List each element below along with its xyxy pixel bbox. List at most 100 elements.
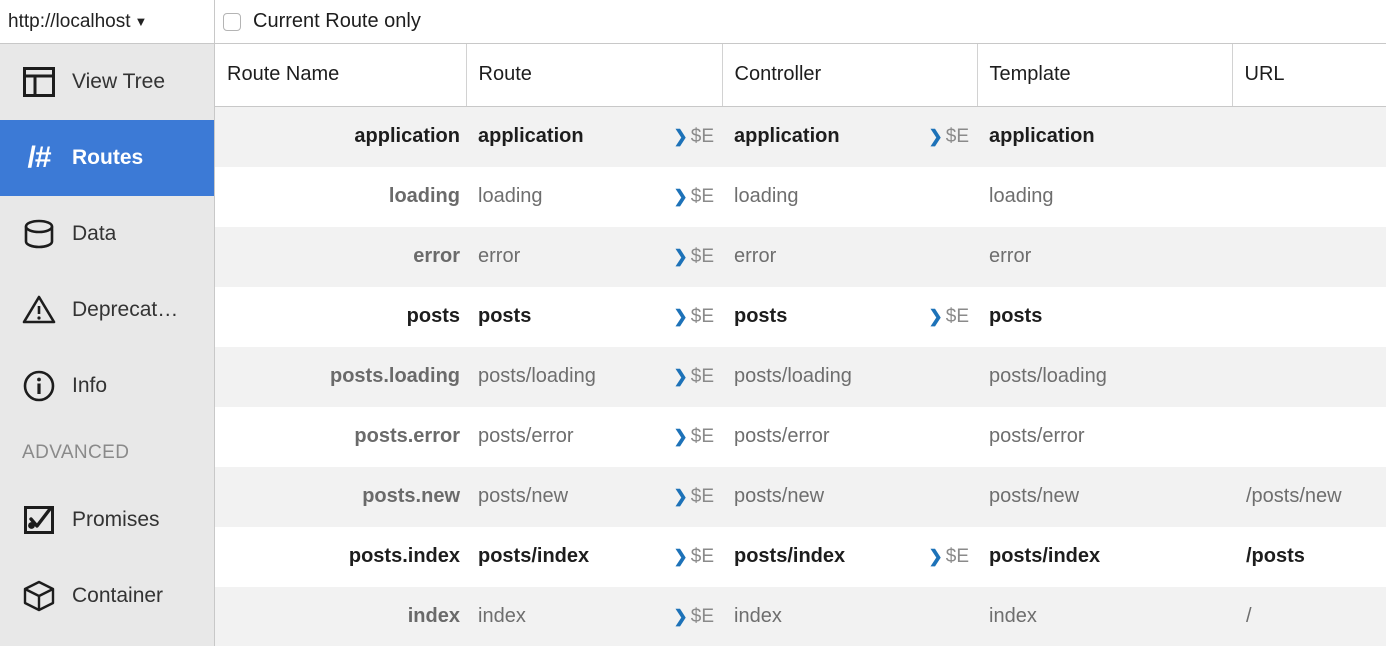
url-text: /posts <box>1246 545 1305 567</box>
cell-route-content: posts/error ❯$E <box>466 407 722 467</box>
url-text <box>1232 365 1246 387</box>
send-to-console-label: $E <box>690 366 714 387</box>
chevron-down-icon: ▼ <box>134 14 148 29</box>
cell-route: application ❯$E <box>466 106 722 167</box>
send-to-console-label: $E <box>945 126 969 147</box>
cell-controller: index <box>722 586 977 646</box>
table-row[interactable]: posts.loading posts/loading ❯$E posts/loadi… <box>215 346 1386 407</box>
send-to-console-label: $E <box>945 306 969 327</box>
cell-url: / <box>1232 586 1386 646</box>
send-to-console-button[interactable]: ❯$E <box>674 307 715 326</box>
chevron-right-icon: ❯ <box>928 307 943 326</box>
route-text: error <box>478 245 521 267</box>
send-to-console-button[interactable]: ❯$E <box>674 187 715 206</box>
route-name-text: posts.loading <box>330 365 460 387</box>
controller-text: posts <box>734 305 788 327</box>
column-header-template[interactable]: Template <box>977 44 1233 107</box>
sidebar-item-container[interactable]: Container <box>0 558 214 634</box>
cell-route: posts/error ❯$E <box>466 406 722 467</box>
cell-route: loading❯$E <box>466 166 722 227</box>
cell-controller: posts/error <box>722 406 977 467</box>
cell-route: posts/index❯$E <box>466 526 722 587</box>
send-to-console-button[interactable]: ❯$E <box>674 547 715 566</box>
column-header-url[interactable]: URL <box>1232 44 1386 107</box>
cell-controller: posts/loading <box>722 346 977 407</box>
chevron-right-icon: ❯ <box>928 547 943 566</box>
cell-url <box>1232 286 1386 347</box>
controller-text: application <box>734 125 840 147</box>
column-header-route-name[interactable]: Route Name <box>215 44 467 107</box>
chevron-right-icon: ❯ <box>673 367 688 386</box>
sidebar-item-label: Routes <box>72 146 144 169</box>
send-to-console-button[interactable]: ❯$E <box>929 307 970 326</box>
cell-route-content: posts/index❯$E <box>466 527 722 587</box>
send-to-console-label: $E <box>690 186 714 207</box>
cell-template: posts/index <box>977 526 1232 587</box>
sidebar-item-label: Container <box>72 584 164 607</box>
sidebar-item-promises[interactable]: Promises <box>0 482 214 558</box>
url-text <box>1232 245 1246 267</box>
cell-route-name: posts <box>215 286 466 347</box>
template-text: error <box>989 245 1032 267</box>
sidebar-item-info[interactable]: Info <box>0 348 214 424</box>
cell-controller-content: posts/loading <box>722 347 977 407</box>
cell-url: /posts <box>1232 526 1386 587</box>
controller-text: posts/loading <box>734 365 852 387</box>
app-url-dropdown[interactable]: http://localhost ▼ <box>0 0 215 43</box>
routes-table-head: Route Name Route Controller Template URL <box>215 44 1386 107</box>
send-to-console-button[interactable]: ❯$E <box>674 367 715 386</box>
send-to-console-button[interactable]: ❯$E <box>929 127 970 146</box>
cell-route-name: posts.index <box>215 526 466 587</box>
send-to-console-label: $E <box>690 246 714 267</box>
template-text: application <box>989 125 1095 147</box>
send-to-console-button[interactable]: ❯$E <box>674 607 715 626</box>
send-to-console-button[interactable]: ❯$E <box>929 547 970 566</box>
cell-controller-content: posts/new <box>722 467 977 527</box>
send-to-console-button[interactable]: ❯$E <box>674 487 715 506</box>
view-tree-icon <box>20 63 58 101</box>
sidebar-item-label: View Tree <box>72 70 165 93</box>
cell-url: /posts/new <box>1232 466 1386 527</box>
sidebar-item-data[interactable]: Data <box>0 196 214 272</box>
cell-controller-content: error <box>722 227 977 287</box>
cell-route: index❯$E <box>466 586 722 646</box>
cell-route-name: posts.loading <box>215 346 466 407</box>
cell-controller-content: index <box>722 587 977 646</box>
route-text: application <box>478 125 584 147</box>
database-icon <box>20 215 58 253</box>
sidebar-item-view-tree[interactable]: View Tree <box>0 44 214 120</box>
template-text: posts/new <box>989 485 1080 507</box>
cell-route: error ❯$E <box>466 226 722 287</box>
template-text: index <box>989 605 1037 627</box>
cell-url <box>1232 106 1386 167</box>
current-route-only-label[interactable]: Current Route only <box>253 10 421 32</box>
chevron-right-icon: ❯ <box>673 247 688 266</box>
cell-controller: application ❯$E <box>722 106 977 167</box>
send-to-console-button[interactable]: ❯$E <box>674 247 715 266</box>
controller-text: posts/index <box>734 545 846 567</box>
send-to-console-button[interactable]: ❯$E <box>674 427 715 446</box>
sidebar-item-routes[interactable]: /# Routes <box>0 120 214 196</box>
cell-route-name: posts.error <box>215 406 466 467</box>
sidebar-item-deprecations[interactable]: Deprecat… <box>0 272 214 348</box>
chevron-right-icon: ❯ <box>673 427 688 446</box>
current-route-only-checkbox[interactable] <box>223 12 241 31</box>
column-header-controller[interactable]: Controller <box>722 44 978 107</box>
route-text: posts/error <box>478 425 574 447</box>
cell-route-content: posts/new❯$E <box>466 467 722 527</box>
route-name-text: loading <box>388 185 460 207</box>
chevron-right-icon: ❯ <box>673 607 688 626</box>
column-header-route[interactable]: Route <box>466 44 723 107</box>
url-text: / <box>1246 605 1252 627</box>
template-text: posts/loading <box>989 365 1107 387</box>
send-to-console-button[interactable]: ❯$E <box>674 127 715 146</box>
